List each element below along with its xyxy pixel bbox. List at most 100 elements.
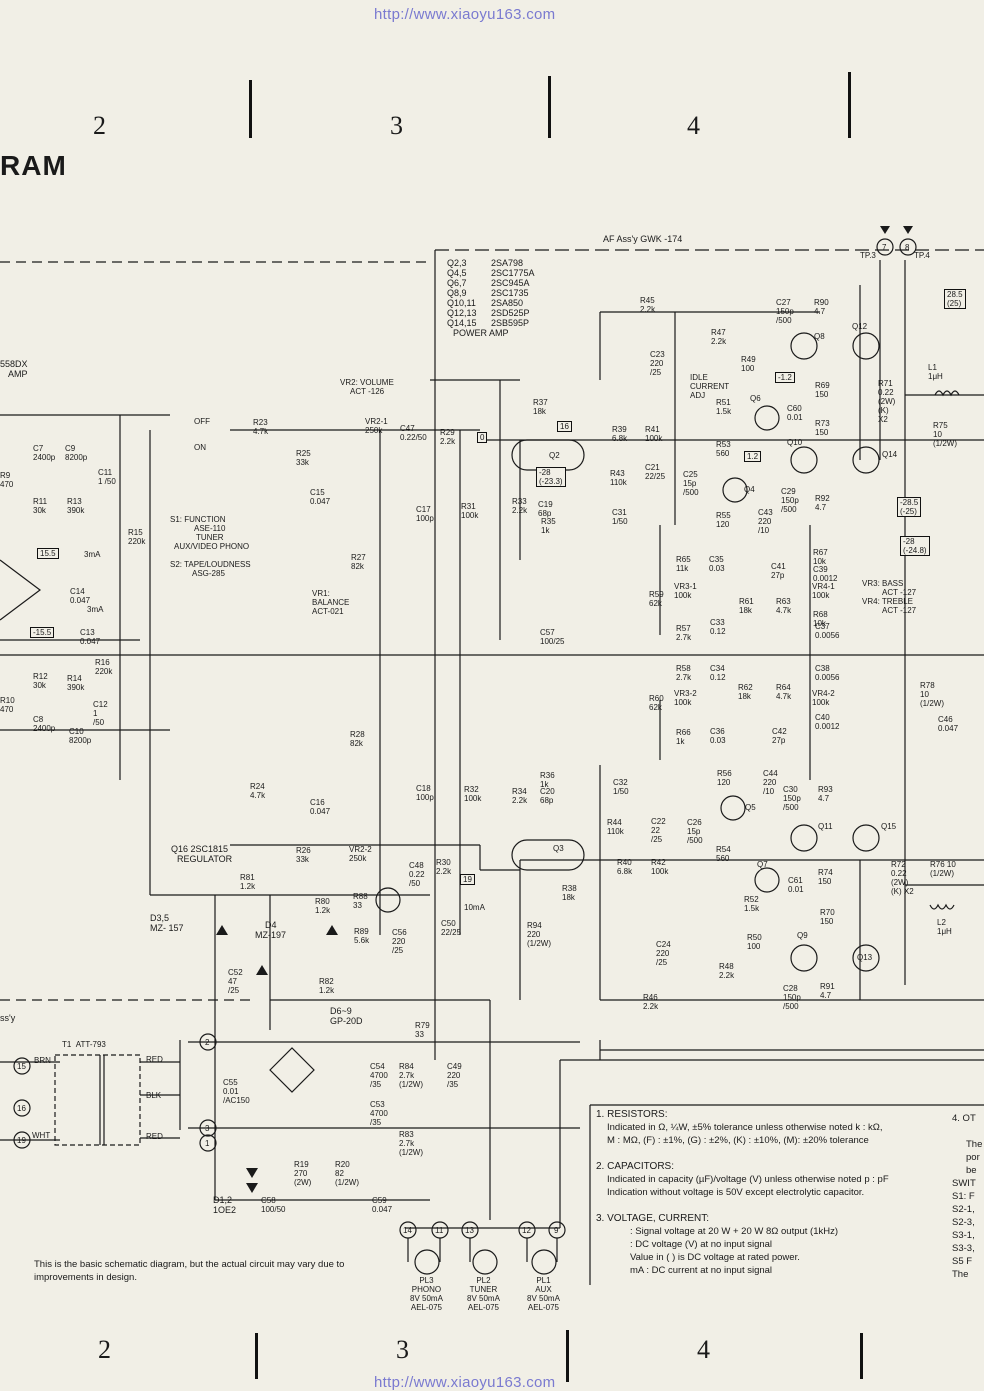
component-label: C27 150p /500 <box>776 298 794 325</box>
component-label: Q7 <box>757 860 768 869</box>
component-label: C15 0.047 <box>310 488 331 506</box>
component-label: R9 470 <box>0 471 14 489</box>
component-label: R71 0.22 (2W) (K) X2 <box>878 379 896 424</box>
component-label: R29 2.2k <box>440 428 456 446</box>
notes-block: 1. RESISTORS: Indicated in Ω, ¼W, ±5% to… <box>596 1108 956 1277</box>
component-label: C31 1/50 <box>612 508 628 526</box>
zone-divider <box>548 76 551 138</box>
component-label: R65 11k <box>676 555 691 573</box>
component-label: R82 1.2k <box>319 977 335 995</box>
notes-capacitors-title: 2. CAPACITORS: <box>596 1161 674 1172</box>
component-label: C37 0.0056 <box>815 622 840 640</box>
component-label: L2 1μH <box>937 918 952 936</box>
component-label: C55 0.01 /AC150 <box>223 1078 250 1105</box>
component-label: VR2-1 250k <box>365 417 388 435</box>
component-label: R39 6.8k <box>612 425 628 443</box>
component-label: R47 2.2k <box>711 328 727 346</box>
notes-voltage-line: : Signal voltage at 20 W + 20 W 8Ω outpu… <box>630 1226 839 1237</box>
component-label: R74 150 <box>818 868 833 886</box>
transformer-label: T1 ATT-793 <box>62 1040 106 1049</box>
switch-off-label: OFF <box>194 417 210 426</box>
component-label: Q15 <box>881 822 897 831</box>
component-label: R56 120 <box>717 769 732 787</box>
component-label: R84 2.7k (1/2W) <box>399 1062 423 1089</box>
component-label: C20 68p <box>540 787 555 805</box>
connector-number: 16 <box>17 1104 26 1113</box>
notes-capacitors-line: Indication without voltage is 50V except… <box>607 1187 865 1198</box>
component-label: R46 2.2k <box>643 993 659 1011</box>
component-label: R52 1.5k <box>744 895 760 913</box>
component-label: R14 390k <box>67 674 85 692</box>
notes-voltage-title: 3. VOLTAGE, CURRENT: <box>596 1213 709 1224</box>
component-label: C61 0.01 <box>788 876 804 894</box>
component-label: Q11 <box>818 822 833 831</box>
transformer-wire-red: RED <box>146 1132 163 1141</box>
component-label: Q10 <box>787 438 803 447</box>
component-label: C38 0.0056 <box>815 664 840 682</box>
voltage-box: -28 (-24.8) <box>900 536 930 556</box>
component-label: R79 33 <box>415 1021 430 1039</box>
voltage-box: -1.2 <box>775 372 795 383</box>
component-label: C50 22/25 <box>441 919 462 937</box>
component-label: R68 10k <box>813 610 828 628</box>
component-label: C14 0.047 <box>70 587 91 605</box>
component-label: C47 0.22/50 <box>400 424 427 442</box>
component-label: C43 220 /10 <box>758 508 773 535</box>
voltage-box: 16 <box>557 421 572 432</box>
component-label: C59 0.047 <box>372 1196 393 1214</box>
component-label: R66 1k <box>676 728 691 746</box>
zone-divider <box>255 1333 258 1379</box>
connector-number: 9 <box>554 1226 559 1235</box>
component-label: R55 120 <box>716 511 731 529</box>
connector-number: 19 <box>17 1136 26 1145</box>
af-assy-label: AF Ass'y GWK -174 <box>603 234 683 244</box>
component-label: R50 100 <box>747 933 762 951</box>
component-label: Q3 <box>553 844 564 853</box>
component-label: Q2 <box>549 451 560 460</box>
page-title-fragment: RAM <box>0 150 67 181</box>
component-label: R10 470 <box>0 696 15 714</box>
voltage-box: 3mA <box>82 550 103 559</box>
component-label: R91 4.7 <box>820 982 835 1000</box>
switch-on-label: ON <box>194 443 206 452</box>
component-label: R13 390k <box>67 497 85 515</box>
component-label: R20 82 (1/2W) <box>335 1160 359 1187</box>
component-label: Q6 <box>750 394 761 403</box>
component-label: Q4 <box>744 485 755 494</box>
zone-divider <box>566 1330 569 1382</box>
component-label: C34 0.12 <box>710 664 726 682</box>
left-ic-part: 558DX <box>0 359 28 369</box>
component-label: R58 2.7k <box>676 664 692 682</box>
connector-number: 11 <box>435 1226 444 1235</box>
design-disclaimer: This is the basic schematic diagram, but… <box>34 1259 345 1283</box>
component-label: R83 2.7k (1/2W) <box>399 1130 423 1157</box>
component-label: R40 6.8k <box>617 858 633 876</box>
transformer-wire-red: RED <box>146 1055 163 1064</box>
component-label: C48 0.22 /50 <box>409 861 425 888</box>
component-label: C35 0.03 <box>709 555 725 573</box>
zone-label-top-4: 4 <box>687 111 700 140</box>
zone-label-bottom-3: 3 <box>396 1335 409 1364</box>
component-label: R28 82k <box>350 730 365 748</box>
component-label: IDLE CURRENT ADJ <box>690 373 730 400</box>
power-amp-label: POWER AMP <box>453 328 509 338</box>
component-label: C23 220 /25 <box>650 350 665 377</box>
component-label: Q14 <box>882 450 898 459</box>
component-label: R16 220k <box>95 658 113 676</box>
component-label: R45 2.2k <box>640 296 656 314</box>
component-label: C40 0.0012 <box>815 713 840 731</box>
component-label: R38 18k <box>562 884 577 902</box>
test-point-3: TP.3 <box>860 251 876 260</box>
component-label: R64 4.7k <box>776 683 792 701</box>
component-label: C39 0.0012 <box>813 565 838 583</box>
